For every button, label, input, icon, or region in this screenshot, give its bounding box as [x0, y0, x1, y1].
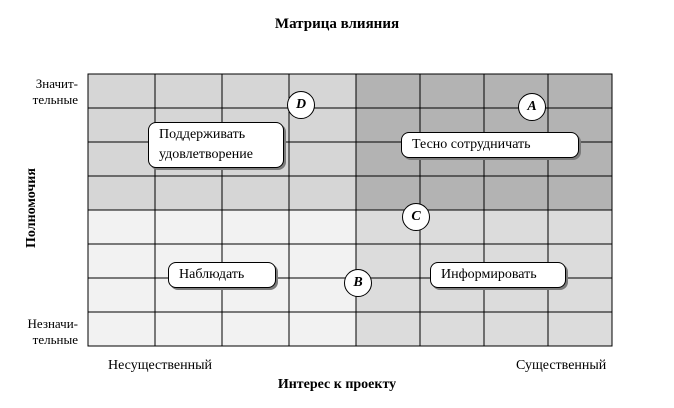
x-axis-high-label: Существенный: [516, 358, 607, 373]
x-axis-low-label: Несущественный: [108, 358, 213, 373]
y-axis-low-label: Незначи- тельные: [27, 316, 78, 347]
stakeholder-marker-a: A: [518, 93, 546, 121]
stakeholder-marker-c: C: [402, 203, 430, 231]
matrix-border: [87, 73, 613, 347]
stakeholder-marker-b: B: [344, 269, 372, 297]
x-axis-title: Интерес к проекту: [277, 377, 397, 392]
quadrant-label-manage-closely: Тесно сотрудничать: [401, 132, 579, 158]
quadrant-label-keep-satisfied: Поддерживать удовлетворение: [148, 122, 284, 168]
y-axis-title: Полномочия: [24, 168, 39, 248]
stakeholder-marker-d: D: [287, 91, 315, 119]
quadrant-label-monitor: Наблюдать: [168, 262, 276, 288]
diagram-title: Матрица влияния: [274, 16, 400, 32]
y-axis-high-label: Значит- тельные: [32, 76, 78, 107]
quadrant-label-keep-informed: Информировать: [430, 262, 566, 288]
